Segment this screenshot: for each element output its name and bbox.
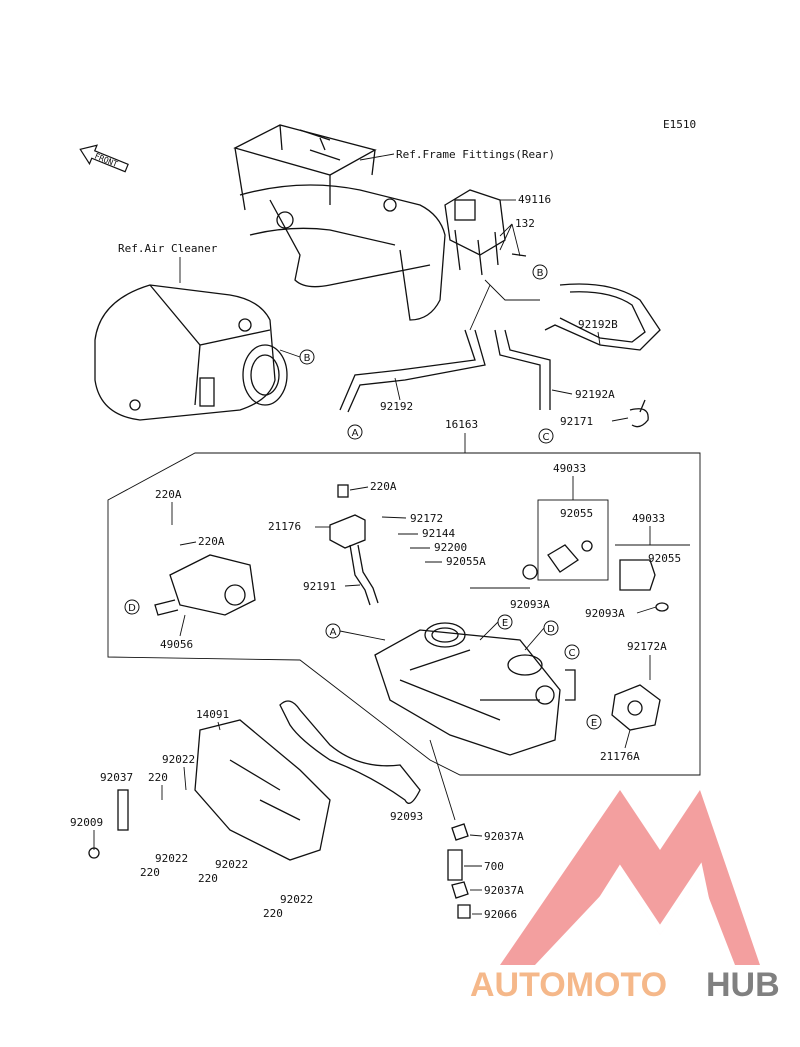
part-49033-b: 49033 xyxy=(632,512,665,525)
part-92200: 92200 xyxy=(434,541,467,554)
part-92055-b: 92055 xyxy=(648,552,681,565)
connector-d2: D xyxy=(124,599,140,615)
part-92144: 92144 xyxy=(422,527,455,540)
cover-14091 xyxy=(194,719,331,861)
part-220A-a: 220A xyxy=(370,480,397,493)
svg-text:C: C xyxy=(543,432,550,443)
hose-92192A xyxy=(494,329,551,410)
connector-c2: C xyxy=(564,644,580,660)
svg-text:E: E xyxy=(502,618,508,629)
ref-air-cleaner-label: Ref.Air Cleaner xyxy=(118,242,218,255)
part-92093: 92093 xyxy=(390,810,423,823)
part-49056: 49056 xyxy=(160,638,193,651)
part-49033-a: 49033 xyxy=(553,462,586,475)
svg-text:E: E xyxy=(591,718,597,729)
bracket-92037 xyxy=(117,789,129,831)
connector-e2: E xyxy=(586,714,602,730)
part-92171: 92171 xyxy=(560,415,593,428)
part-92192B: 92192B xyxy=(578,318,618,331)
sensor-21176A xyxy=(611,684,661,731)
diagram-code: E1510 xyxy=(663,118,696,131)
part-220-b: 220 xyxy=(140,866,160,879)
part-700: 700 xyxy=(484,860,504,873)
svg-text:B: B xyxy=(537,268,544,279)
valve-49056 xyxy=(154,554,256,616)
connector-b2: B xyxy=(532,264,548,280)
part-16163: 16163 xyxy=(445,418,478,431)
svg-text:B: B xyxy=(304,353,311,364)
front-label: FRONT xyxy=(93,152,119,169)
watermark-text-a: AUTOMOTO xyxy=(470,966,667,1004)
throttle-body xyxy=(374,622,576,756)
svg-text:D: D xyxy=(547,624,555,635)
part-21176: 21176 xyxy=(268,520,301,533)
svg-text:C: C xyxy=(569,648,576,659)
ref-frame-label: Ref.Frame Fittings(Rear) xyxy=(396,148,555,161)
hose-92191 xyxy=(349,544,379,606)
clamp-92171 xyxy=(629,399,649,428)
hose-92192 xyxy=(339,329,486,413)
sensor-21176 xyxy=(329,484,366,549)
hose-700 xyxy=(447,849,463,881)
part-92066: 92066 xyxy=(484,908,517,921)
part-92055-a: 92055 xyxy=(560,507,593,520)
part-92192: 92192 xyxy=(380,400,413,413)
part-220-c: 220 xyxy=(198,872,218,885)
part-92172A: 92172A xyxy=(627,640,667,653)
svg-text:A: A xyxy=(330,627,337,638)
connector-c1: C xyxy=(538,428,554,444)
part-92037A-b: 92037A xyxy=(484,884,524,897)
part-92022-b: 92022 xyxy=(155,852,188,865)
injector-49033-b xyxy=(619,559,656,591)
hose-92192B xyxy=(544,283,661,351)
part-92037A-a: 92037A xyxy=(484,830,524,843)
part-220-d: 220 xyxy=(263,907,283,920)
part-92022-a: 92022 xyxy=(162,753,195,766)
front-arrow-icon: FRONT xyxy=(79,144,129,173)
connector-a1: A xyxy=(347,424,363,440)
connector-b1: B xyxy=(299,349,315,365)
connector-d1: D xyxy=(543,620,559,636)
part-14091: 14091 xyxy=(196,708,229,721)
part-92093A-b: 92093A xyxy=(585,607,625,620)
part-49116: 49116 xyxy=(518,193,551,206)
watermark-logo xyxy=(500,790,760,967)
part-220-a: 220 xyxy=(148,771,168,784)
part-92055A: 92055A xyxy=(446,555,486,568)
part-92172: 92172 xyxy=(410,512,443,525)
part-92009: 92009 xyxy=(70,816,103,829)
air-cleaner xyxy=(94,284,288,421)
connector-a2: A xyxy=(325,623,341,639)
part-92022-c: 92022 xyxy=(215,858,248,871)
part-220A-c: 220A xyxy=(198,535,225,548)
air-valve-49116 xyxy=(444,189,506,276)
part-21176A: 21176A xyxy=(600,750,640,763)
connector-e1: E xyxy=(497,614,513,630)
part-132: 132 xyxy=(515,217,535,230)
part-92093A-a: 92093A xyxy=(510,598,550,611)
part-220A-b: 220A xyxy=(155,488,182,501)
svg-text:A: A xyxy=(352,428,359,439)
svg-text:D: D xyxy=(128,603,136,614)
kit-boundary xyxy=(107,452,701,776)
part-92037: 92037 xyxy=(100,771,133,784)
part-92192A: 92192A xyxy=(575,388,615,401)
part-92191: 92191 xyxy=(303,580,336,593)
injector-49033-a xyxy=(547,544,579,573)
frame-fittings xyxy=(233,124,446,321)
part-92022-d: 92022 xyxy=(280,893,313,906)
watermark-text-b: HUB xyxy=(706,966,780,1004)
belt-92093 xyxy=(279,700,421,804)
